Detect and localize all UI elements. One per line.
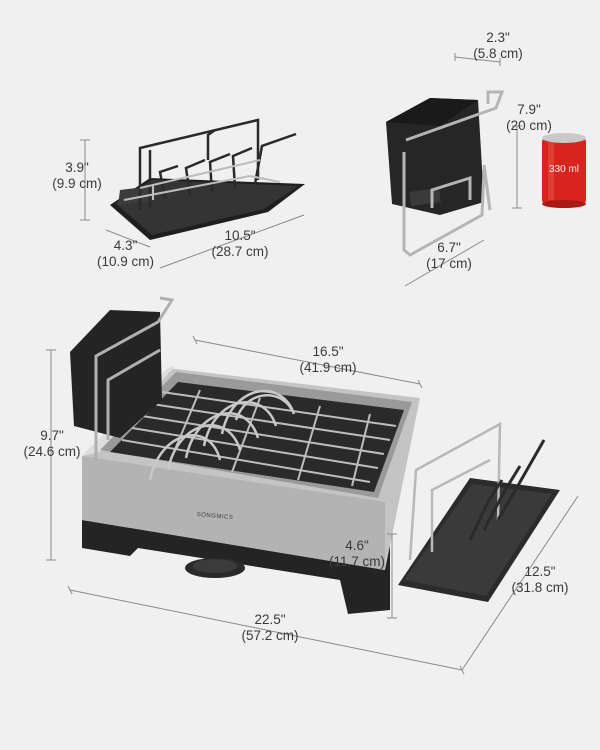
total-width-label: 22.5" (57.2 cm) <box>230 612 310 644</box>
rack-length-label: 16.5" (41.9 cm) <box>288 344 368 376</box>
total-width-cm: (57.2 cm) <box>241 628 299 643</box>
drainboard-height-cm: (9.9 cm) <box>52 176 102 191</box>
holder-depth-cm: (5.8 cm) <box>473 46 523 61</box>
base-height-in: 4.6" <box>345 538 369 553</box>
drainboard-height-in: 3.9" <box>65 160 89 175</box>
holder-height-label: 7.9" (20 cm) <box>494 102 564 134</box>
holder-depth-in: 2.3" <box>486 30 510 45</box>
drainboard-width-cm: (28.7 cm) <box>211 244 269 259</box>
holder-width-label: 6.7" (17 cm) <box>414 240 484 272</box>
holder-height-in: 7.9" <box>517 102 541 117</box>
total-width-in: 22.5" <box>254 612 286 627</box>
drainboard-height-label: 3.9" (9.9 cm) <box>42 160 112 192</box>
utensil-holder-accessory <box>386 90 505 257</box>
soda-can-size-reference <box>542 133 586 208</box>
drainboard-depth-label: 4.3" (10.9 cm) <box>88 238 163 270</box>
drainboard-width-in: 10.5" <box>224 228 256 243</box>
dimension-lines <box>46 53 579 675</box>
total-depth-cm: (31.8 cm) <box>511 580 569 595</box>
drainboard-width-label: 10.5" (28.7 cm) <box>200 228 280 260</box>
total-height-label: 9.7" (24.6 cm) <box>12 428 92 460</box>
base-height-label: 4.6" (11.7 cm) <box>322 538 392 570</box>
total-height-cm: (24.6 cm) <box>23 444 81 459</box>
rack-length-cm: (41.9 cm) <box>299 360 357 375</box>
drainboard-depth-cm: (10.9 cm) <box>96 254 154 269</box>
drainboard-accessory <box>110 118 305 240</box>
holder-width-in: 6.7" <box>437 240 461 255</box>
total-depth-label: 12.5" (31.8 cm) <box>500 564 580 596</box>
total-depth-in: 12.5" <box>524 564 556 579</box>
base-height-cm: (11.7 cm) <box>328 554 385 569</box>
drainboard-depth-in: 4.3" <box>113 238 138 253</box>
holder-height-cm: (20 cm) <box>506 118 552 133</box>
total-height-in: 9.7" <box>40 428 64 443</box>
main-dish-rack <box>70 296 560 614</box>
holder-width-cm: (17 cm) <box>426 256 472 271</box>
can-volume-label: 330 ml <box>548 164 579 175</box>
rack-length-in: 16.5" <box>312 344 344 359</box>
holder-depth-label: 2.3" (5.8 cm) <box>458 30 538 62</box>
